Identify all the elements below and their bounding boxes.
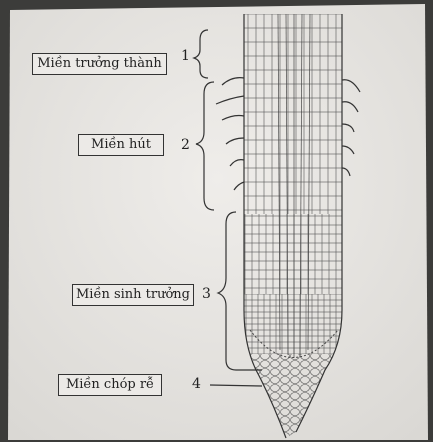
- zone-label-mature: Miền trưởng thành: [32, 53, 167, 75]
- zone-label-growth: Miền sinh trưởng: [72, 284, 194, 306]
- zone-number-4: 4: [192, 376, 201, 392]
- root-hairs: [215, 77, 361, 191]
- zone-label-rootcap: Miền chóp rễ: [58, 374, 162, 396]
- brace-1: [192, 29, 209, 79]
- pointer-4: [209, 384, 263, 387]
- zone-number-3: 3: [202, 286, 211, 302]
- zone-number-1: 1: [181, 48, 190, 64]
- zone-label-absorption: Miền hút: [78, 134, 164, 156]
- zone-braces: [192, 29, 262, 371]
- brace-3: [216, 211, 262, 371]
- brace-2: [195, 81, 215, 211]
- zone-number-2: 2: [181, 137, 190, 153]
